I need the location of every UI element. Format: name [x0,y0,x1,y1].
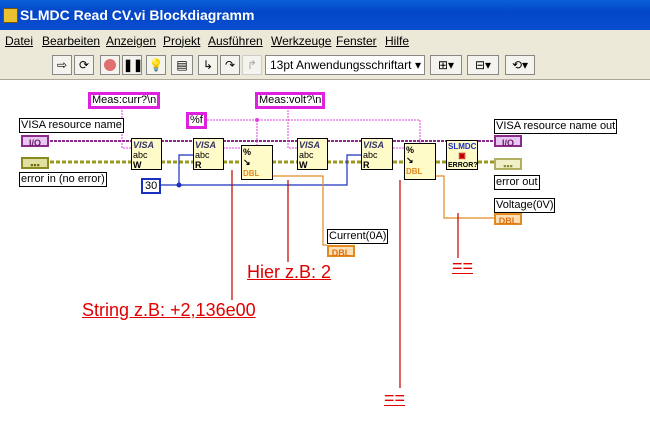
menu-datei[interactable]: Datei [5,34,34,48]
pause-icon[interactable]: ❚❚ [122,55,143,75]
scan-from-string-node-1[interactable]: %↘DBL [241,145,273,180]
curr-command-constant[interactable]: Meas:curr?\n [88,92,161,109]
window-title: SLMDC Read CV.vi Blockdiagramm [20,7,255,23]
slmdc-error-query-node[interactable]: SLMDC▣ERROR? [446,140,478,170]
retain-wire-values-icon[interactable]: ▤ [171,55,193,75]
reorder-icon[interactable]: ⟲▾ [505,55,535,75]
menu-bearbeiten[interactable]: Bearbeiten [42,34,101,48]
run-arrow-icon[interactable]: ⇨ [52,55,72,75]
menu-werkzeuge[interactable]: Werkzeuge [271,34,332,48]
visa-out-label: VISA resource name out [494,119,618,134]
menu-hilfe[interactable]: Hilfe [385,34,410,48]
run-continuously-icon[interactable]: ⟳ [74,55,94,75]
annotation-eq-1: == [452,256,474,276]
error-out-label: error out [494,175,540,190]
step-out-icon[interactable]: ↱ [242,55,262,75]
menu-bar: Datei Bearbeiten Anzeigen Projekt Ausfüh… [0,30,650,51]
menu-projekt[interactable]: Projekt [163,34,201,48]
menu-fenster[interactable]: Fenster [336,34,377,48]
step-over-icon[interactable]: ↷ [220,55,240,75]
align-icon[interactable]: ⊞▾ [430,55,462,75]
step-into-icon[interactable]: ↳ [198,55,218,75]
annotation-eq-2: == [384,388,406,408]
font-select-value: 13pt Anwendungsschriftart [270,58,412,72]
menu-ausfuehren[interactable]: Ausführen [208,34,263,48]
visa-in-terminal[interactable]: I/O [21,135,49,148]
voltage-terminal[interactable]: DBL [494,213,522,226]
current-label: Current(0A) [327,229,389,244]
visa-out-terminal[interactable]: I/O [494,135,522,148]
abort-icon[interactable] [100,55,120,75]
byte-count-constant[interactable]: 30 [141,178,162,194]
scan-from-string-node-2[interactable]: %↘DBL [404,143,436,180]
title-bar: SLMDC Read CV.vi Blockdiagramm [0,0,650,30]
font-select[interactable]: 13pt Anwendungsschriftart▾ [265,55,425,75]
visa-in-label: VISA resource name [19,118,124,133]
vi-icon [3,8,18,23]
toolbar: ⇨ ⟳ ❚❚ 💡 ▤ ↳ ↷ ↱ 13pt Anwendungsschrifta… [0,51,650,80]
chevron-down-icon: ▾ [414,58,421,72]
annotation-string: String z.B: +2,136e00 [82,300,256,320]
current-terminal[interactable]: DBL [327,245,355,258]
voltage-label: Voltage(0V) [494,198,556,213]
distribute-icon[interactable]: ⊟▾ [467,55,499,75]
highlight-execution-icon[interactable]: 💡 [146,55,166,75]
error-in-label: error in (no error) [19,172,107,187]
annotation-hier: Hier z.B: 2 [247,262,332,282]
menu-anzeigen[interactable]: Anzeigen [106,34,157,48]
format-constant[interactable]: %f [186,112,207,129]
error-out-terminal[interactable]: ▪▪▪ [494,158,522,171]
error-in-terminal[interactable]: ▪▪▪ [21,157,49,170]
volt-command-constant[interactable]: Meas:volt?\n [255,92,326,109]
